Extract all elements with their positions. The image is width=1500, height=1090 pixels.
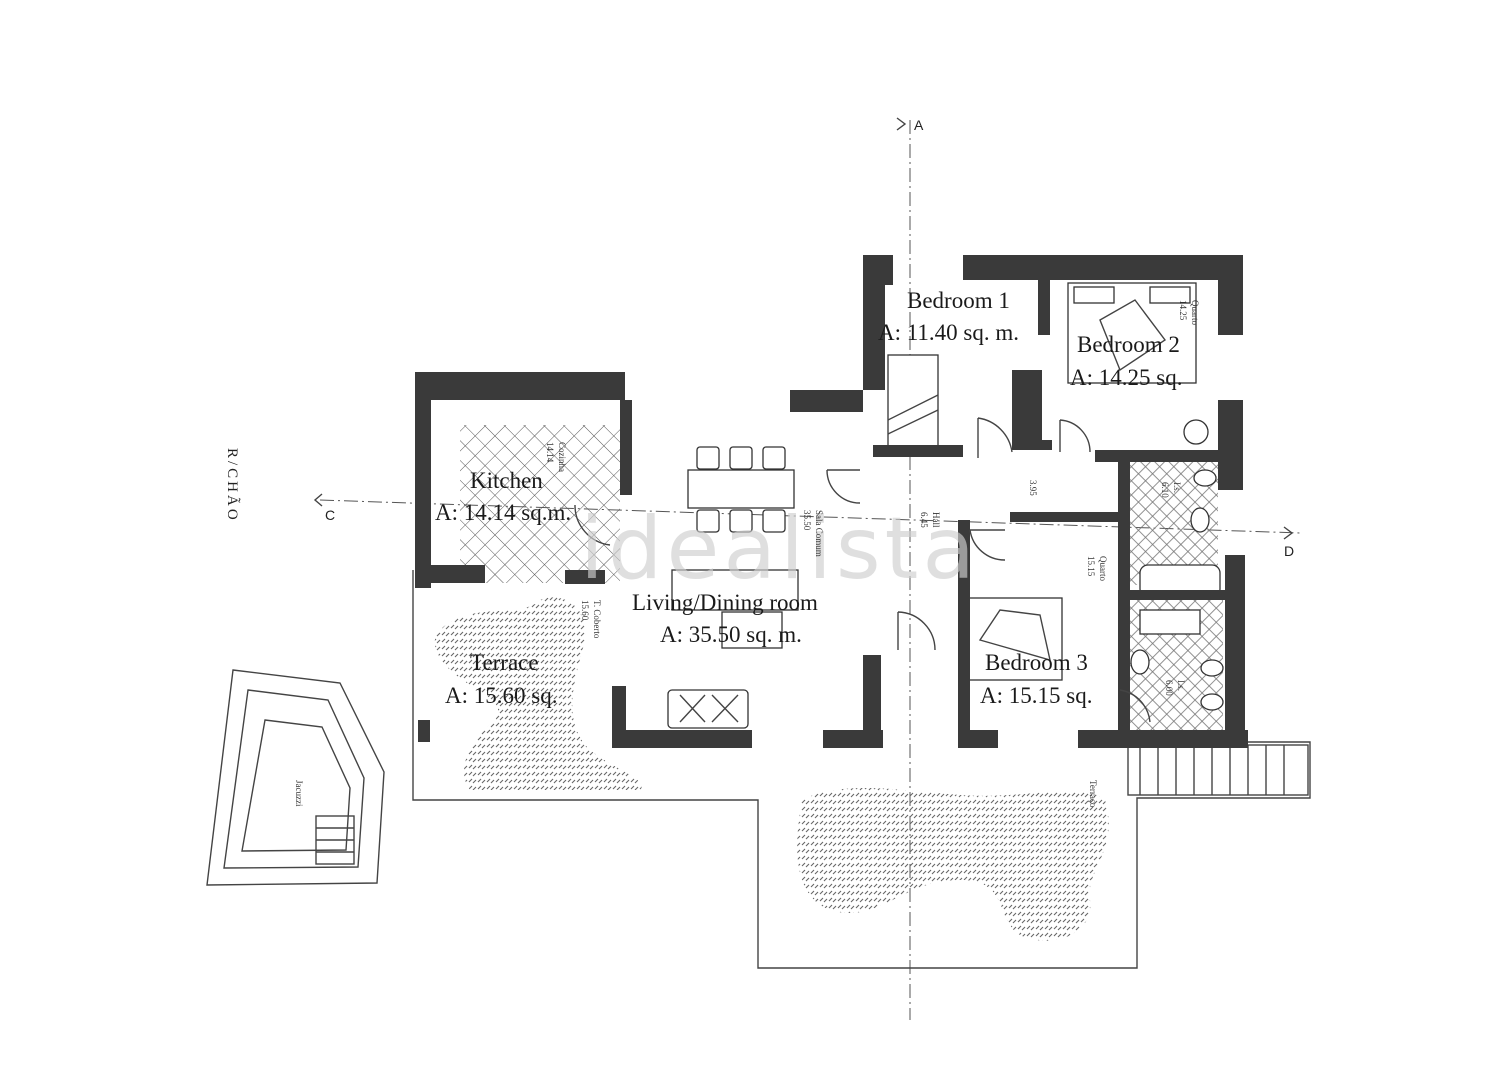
bed-bedroom1 xyxy=(887,354,939,448)
dining-table xyxy=(687,446,795,533)
room-local-area-living: 35.50 xyxy=(802,510,812,531)
room-name-kitchen: Kitchen xyxy=(470,468,543,493)
terrace-open-label: Terraço xyxy=(1088,780,1098,808)
section-mark-left: C xyxy=(325,507,335,523)
bed-bedroom3 xyxy=(967,597,1063,681)
jacuzzi: Jacuzzi xyxy=(206,669,385,886)
pool-label: Jacuzzi xyxy=(294,780,304,807)
bed-bedroom2 xyxy=(1067,282,1209,445)
section-mark-right: D xyxy=(1284,543,1294,559)
room-bedroom3: Bedroom 3 A: 15.15 sq. Quarto 15.15 xyxy=(980,556,1108,708)
open-terrace: Terraço xyxy=(412,570,1311,969)
room-name-bedroom3: Bedroom 3 xyxy=(985,650,1088,675)
room-local-name-bedroom3: Quarto xyxy=(1098,556,1108,581)
room-area-bedroom1: A: 11.40 sq. m. xyxy=(878,320,1019,345)
room-local-area-bedroom2: 14.25 xyxy=(1178,300,1188,321)
room-terrace: Terrace A: 15.60 sq. T. Coberto 15.60 xyxy=(445,600,602,708)
hall-name: Hall xyxy=(931,512,941,528)
room-local-name-terrace: T. Coberto xyxy=(592,600,602,639)
doors xyxy=(574,417,1151,723)
room-local-area-terrace: 15.60 xyxy=(580,600,590,621)
bath1-name: I.s. xyxy=(1172,482,1182,493)
walls xyxy=(415,255,1248,748)
room-bedroom1: Bedroom 1 A: 11.40 sq. m. xyxy=(878,288,1019,345)
bath2-name: I.s. xyxy=(1176,680,1186,691)
floor-label: R/CHÃO xyxy=(224,448,240,523)
room-name-bedroom1: Bedroom 1 xyxy=(907,288,1010,313)
covered-terrace-paving xyxy=(434,597,642,790)
bath1-area: 6.10 xyxy=(1160,482,1170,498)
exterior-stairs xyxy=(1127,744,1309,796)
room-name-terrace: Terrace xyxy=(470,650,539,675)
watermark: idealista xyxy=(580,499,979,599)
room-local-area-kitchen: 14.14 xyxy=(545,442,555,463)
room-local-name-bedroom2: Quarto xyxy=(1190,300,1200,325)
room-area-kitchen: A: 14.14 sq.m. xyxy=(435,500,571,525)
room-area-bedroom2: A: 14.25 sq. xyxy=(1070,365,1182,390)
kitchen-floor xyxy=(460,425,620,583)
section-mark-top: A xyxy=(914,117,924,133)
room-bedroom2: Bedroom 2 A: 14.25 sq. Quarto 14.25 xyxy=(1070,300,1200,390)
room-local-area-bedroom3: 15.15 xyxy=(1086,556,1096,577)
room-local-name-living: Sala Comum xyxy=(814,510,824,557)
bath2-area: 6.00 xyxy=(1164,680,1174,696)
room-local-name-kitchen: Cozinha xyxy=(557,442,567,472)
bathroom-fixtures xyxy=(1128,460,1224,730)
room-kitchen: Kitchen A: 14.14 sq.m. Cozinha 14.14 xyxy=(435,442,571,525)
room-area-terrace: A: 15.60 sq. xyxy=(445,683,557,708)
room-area-bedroom3: A: 15.15 sq. xyxy=(980,683,1092,708)
room-area-living: A: 35.50 sq. m. xyxy=(660,622,802,647)
room-name-living: Living/Dining room xyxy=(632,590,818,615)
corridor-area: 3.95 xyxy=(1028,480,1038,496)
room-living: Living/Dining room A: 35.50 sq. m. Sala … xyxy=(632,510,824,647)
sofa-set xyxy=(667,569,799,729)
hall-area: 6.45 xyxy=(919,512,929,528)
room-name-bedroom2: Bedroom 2 xyxy=(1077,332,1180,357)
